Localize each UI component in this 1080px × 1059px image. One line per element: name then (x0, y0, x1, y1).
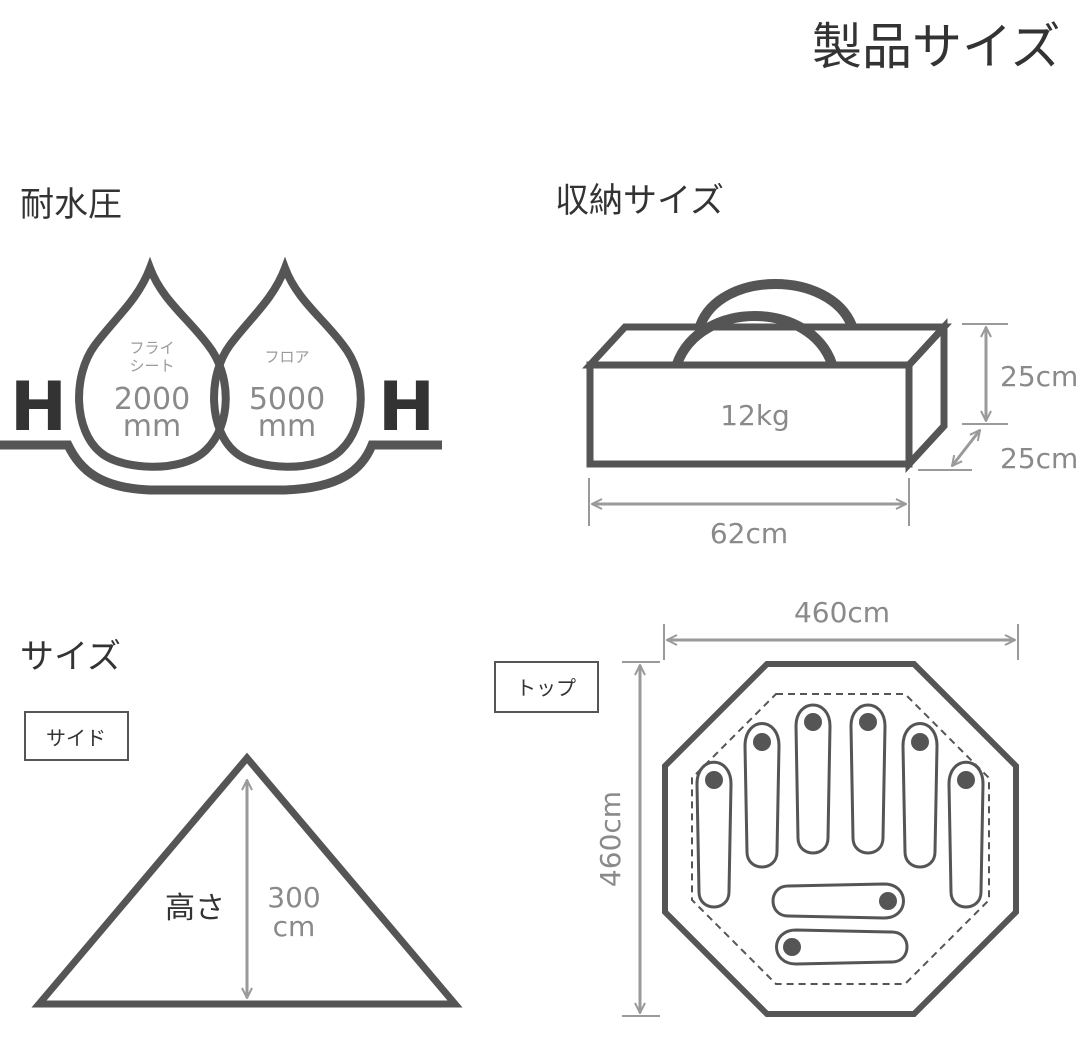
sleeping-bag-icon (771, 882, 905, 920)
page-title: 製品サイズ (812, 18, 1061, 76)
sleeping-bag-icon (947, 760, 985, 909)
bag-height: 25cm (1000, 360, 1078, 393)
sleeping-bag-icon (695, 760, 733, 909)
depth-dimension-arrow (952, 430, 980, 466)
water-pressure-heading: 耐水圧 (20, 185, 122, 225)
tent-height-unit: cm (273, 910, 316, 943)
bag-top-face (582, 323, 952, 369)
side-view-tag: サイド (46, 726, 106, 750)
tent-top-octagon (662, 661, 1019, 1017)
fly-sheet-drop-icon (75, 256, 230, 471)
bag-handle-front-icon (672, 311, 837, 366)
top-width-value: 460cm (794, 596, 890, 629)
storage-size-heading: 収納サイズ (555, 181, 724, 221)
side-view-tag-box (24, 711, 129, 761)
sleeping-bag-icon (849, 703, 887, 855)
bag-weight: 12kg (720, 399, 790, 432)
water-level-h-right: H (378, 368, 435, 447)
fly-value: 2000 (114, 382, 190, 417)
sleeping-bag-icon (901, 722, 939, 869)
tent-height-value: 300 (267, 881, 320, 914)
storage-bag-figure: 12kg 25cm 25cm 62cm (582, 279, 1078, 550)
floor-unit: mm (258, 409, 316, 444)
top-depth-value: 460cm (594, 791, 627, 887)
floor-drop-icon (210, 256, 365, 471)
tent-inner-dashed-outline (691, 693, 990, 985)
sleeping-bag-icon (743, 722, 781, 869)
fly-unit: mm (123, 409, 181, 444)
size-heading: サイズ (20, 637, 121, 677)
bag-side-face (905, 318, 948, 473)
floor-label: フロア (264, 348, 309, 366)
fly-label-line-2: シート (129, 357, 174, 375)
bag-width: 62cm (710, 517, 788, 550)
side-view-figure: 高さ 300 cm (31, 752, 463, 1008)
water-level-h-left: H (10, 368, 67, 447)
tent-height-label: 高さ (165, 891, 225, 926)
floor-value: 5000 (249, 382, 325, 417)
water-pressure-figure: H H フライ シート 2000 mm フロア 5000 mm (0, 256, 442, 495)
bag-handle-back-icon (695, 279, 857, 329)
sleeping-bag-icon (794, 703, 832, 855)
sleeping-bag-icon (775, 928, 909, 966)
fly-label-line-1: フライ (129, 339, 174, 357)
ground-line (0, 440, 442, 495)
bag-depth: 25cm (1000, 442, 1078, 475)
tent-side-triangle (31, 752, 463, 1008)
top-view-figure: 460cm 460cm (594, 596, 1019, 1017)
top-view-tag-box (494, 661, 599, 713)
top-view-tag: トップ (516, 676, 576, 700)
